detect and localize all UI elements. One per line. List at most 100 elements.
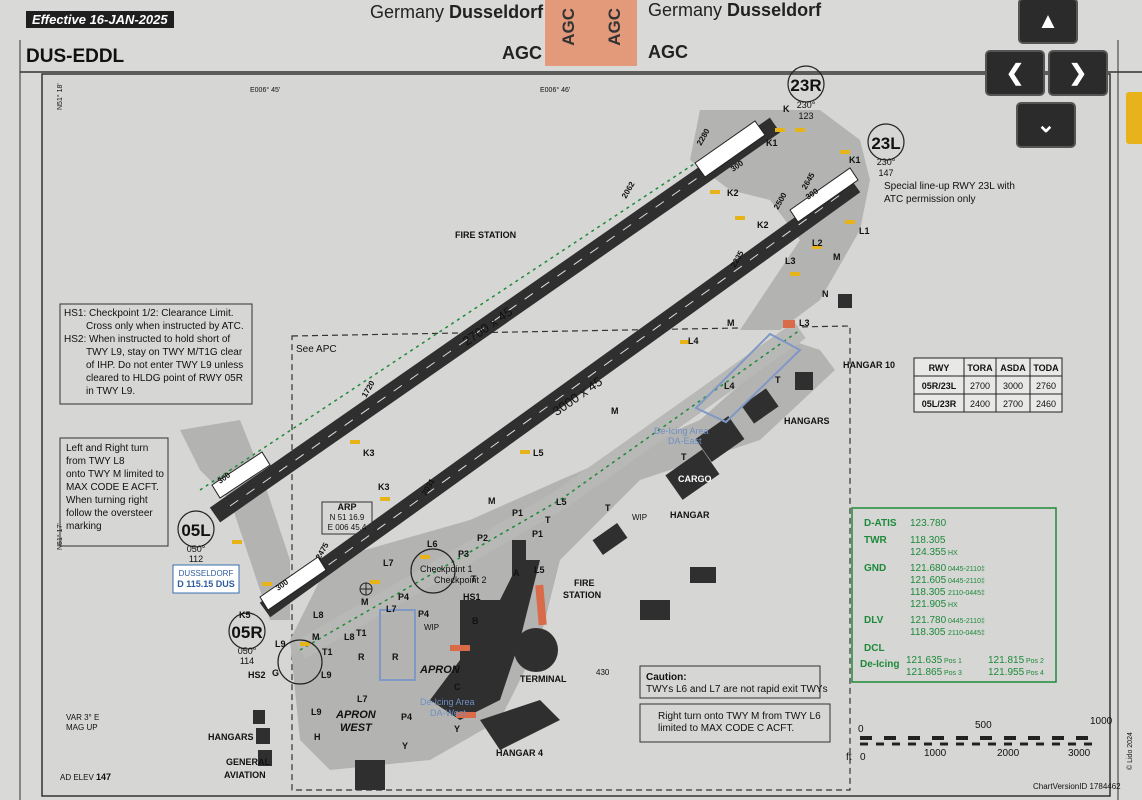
decl-r1-tora: 2700 xyxy=(970,381,990,391)
deice-west-2: DA-West xyxy=(430,708,466,718)
twy-m-centerline xyxy=(299,329,801,651)
special-lineup-1: Special line-up RWY 23L with xyxy=(884,181,1015,192)
twy-n: N xyxy=(822,289,829,299)
twy-p2: P2 xyxy=(477,533,488,543)
twy-p3: P3 xyxy=(458,549,469,559)
blast-pad-05r xyxy=(259,556,327,611)
rwy-05l-hdg: 050° xyxy=(187,544,206,554)
decl-h-rwy: RWY xyxy=(929,363,950,373)
deice-pos-4: Pos 4 xyxy=(1026,670,1044,677)
header-title-left: Germany Dusseldorf xyxy=(370,2,543,23)
turn-line-3: onto TWY M limited to xyxy=(66,469,164,480)
turn-line-2: from TWY L8 xyxy=(66,456,125,467)
deice-freq-4: 121.955 xyxy=(988,667,1025,678)
pan-down-button[interactable]: ⌄ xyxy=(1018,104,1074,146)
apron-west-1: APRON xyxy=(335,709,377,721)
twy-l7-s: L7 xyxy=(386,604,397,614)
turn-notes-box xyxy=(59,437,169,547)
rwy-23l-hdg: 230° xyxy=(877,157,896,167)
rwy-23l-label: 23L xyxy=(871,134,900,153)
twy-m-5: M xyxy=(312,632,320,642)
atis-freq: 123.780 xyxy=(910,518,947,529)
hs1-label: HS1 xyxy=(463,592,481,602)
twy-y-a: Y xyxy=(454,724,460,734)
blast-pad-23r xyxy=(694,120,766,178)
dlv-freq-2: 118.305 xyxy=(910,627,946,638)
decl-h-toda: TODA xyxy=(1033,363,1059,373)
see-apc: See APC xyxy=(296,344,337,355)
twy-t-b: T xyxy=(681,452,687,462)
apron-west-2: WEST xyxy=(340,722,373,734)
scale-ft-label: ft xyxy=(846,752,852,763)
cargo-label: CARGO xyxy=(678,474,712,484)
hangars-east: HANGARS xyxy=(784,416,830,426)
apron-marker xyxy=(450,645,470,651)
side-tab[interactable] xyxy=(1126,92,1142,144)
ad-elev-value: 147 xyxy=(96,772,111,782)
deice-pos-1: Pos 1 xyxy=(944,658,962,665)
checkpoint-2: Checkpoint 2 xyxy=(434,575,487,585)
twy-t-c: T xyxy=(605,503,611,513)
elev-430: 430 xyxy=(596,668,610,677)
dlv-time-1: 0445-2110‡ xyxy=(948,618,985,625)
chevron-down-icon: ⌄ xyxy=(1036,112,1056,137)
pan-right-button[interactable]: ❯ xyxy=(1050,52,1106,94)
twy-t-e: T xyxy=(471,574,477,584)
arp-box xyxy=(321,501,373,535)
twy-r-a: R xyxy=(358,652,365,662)
vor-name: DUSSELDORF xyxy=(179,569,234,578)
hs2-line-4: cleared to HLDG point of RWY 05R xyxy=(86,373,243,384)
rwy-05l-label: 05L xyxy=(181,521,210,540)
agc-tab: AGC AGC xyxy=(545,0,637,66)
stop-bars xyxy=(232,128,855,646)
apron-areas xyxy=(180,110,870,770)
twy-l2: L2 xyxy=(812,238,823,248)
hs1-line-2: Cross only when instructed by ATC. xyxy=(86,321,244,332)
pan-left-button[interactable]: ❮ xyxy=(987,52,1043,94)
header-title-right: Germany Dusseldorf xyxy=(648,0,821,21)
special-lineup-2: ATC permission only xyxy=(884,194,976,205)
turn-line-7: marking xyxy=(66,521,102,532)
twy-l5-s: L5 xyxy=(534,565,545,575)
deice-east-1: De-Icing Area xyxy=(654,426,709,436)
header-country-left: Germany xyxy=(370,2,445,22)
twy-g: G xyxy=(272,668,279,678)
arp-label: ARP xyxy=(337,502,356,512)
chevron-left-icon: ❮ xyxy=(1005,60,1025,85)
decl-r2-toda: 2460 xyxy=(1036,399,1056,409)
twr-freq-2: 124.355 xyxy=(910,547,947,558)
scale-m-0: 0 xyxy=(858,724,864,735)
twy-l4-s: L4 xyxy=(724,381,735,391)
twy-k5: K5 xyxy=(239,610,251,620)
twy-m-2: M xyxy=(611,406,619,416)
twy-k1: K1 xyxy=(766,138,778,148)
rwy-05l-elev: 112 xyxy=(189,554,203,564)
ad-elev-label: AD ELEV xyxy=(60,773,94,782)
twy-k-centerline xyxy=(199,159,701,491)
twy-l7-w: L7 xyxy=(357,694,368,704)
hangar-label: HANGAR xyxy=(670,510,710,520)
hangars-west: HANGARS xyxy=(208,732,254,742)
twy-k2-n: K2 xyxy=(727,188,739,198)
turn-line-6: follow the oversteer xyxy=(66,508,153,519)
turn-line-4: MAX CODE E ACFT. xyxy=(66,482,159,493)
pan-up-button[interactable]: ▲ xyxy=(1020,0,1076,42)
scale-bars xyxy=(860,736,1100,746)
twy-l9-s: L9 xyxy=(321,670,332,680)
twr-freq-1: 118.305 xyxy=(910,535,946,546)
twy-t-d: T xyxy=(545,515,551,525)
agc-right: AGC xyxy=(648,42,688,62)
rwy-23r-elev: 123 xyxy=(798,111,813,121)
deice-west-1: De-Icing Area xyxy=(420,697,475,707)
runway-05l-23r xyxy=(209,117,781,523)
rwy-05r-elev: 114 xyxy=(240,656,254,666)
deice-freq-2: 121.865 xyxy=(906,667,943,678)
twy-m-n: M xyxy=(833,252,841,262)
gnd-label: GND xyxy=(864,563,886,574)
twy-p4-c: P4 xyxy=(401,712,412,722)
hs2-line-2: TWY L9, stay on TWY M/T1G clear xyxy=(86,347,243,358)
fire-station-south-2: STATION xyxy=(563,590,601,600)
twy-k3-s: K3 xyxy=(378,482,390,492)
right-turn-1: Right turn onto TWY M from TWY L6 xyxy=(658,711,821,722)
